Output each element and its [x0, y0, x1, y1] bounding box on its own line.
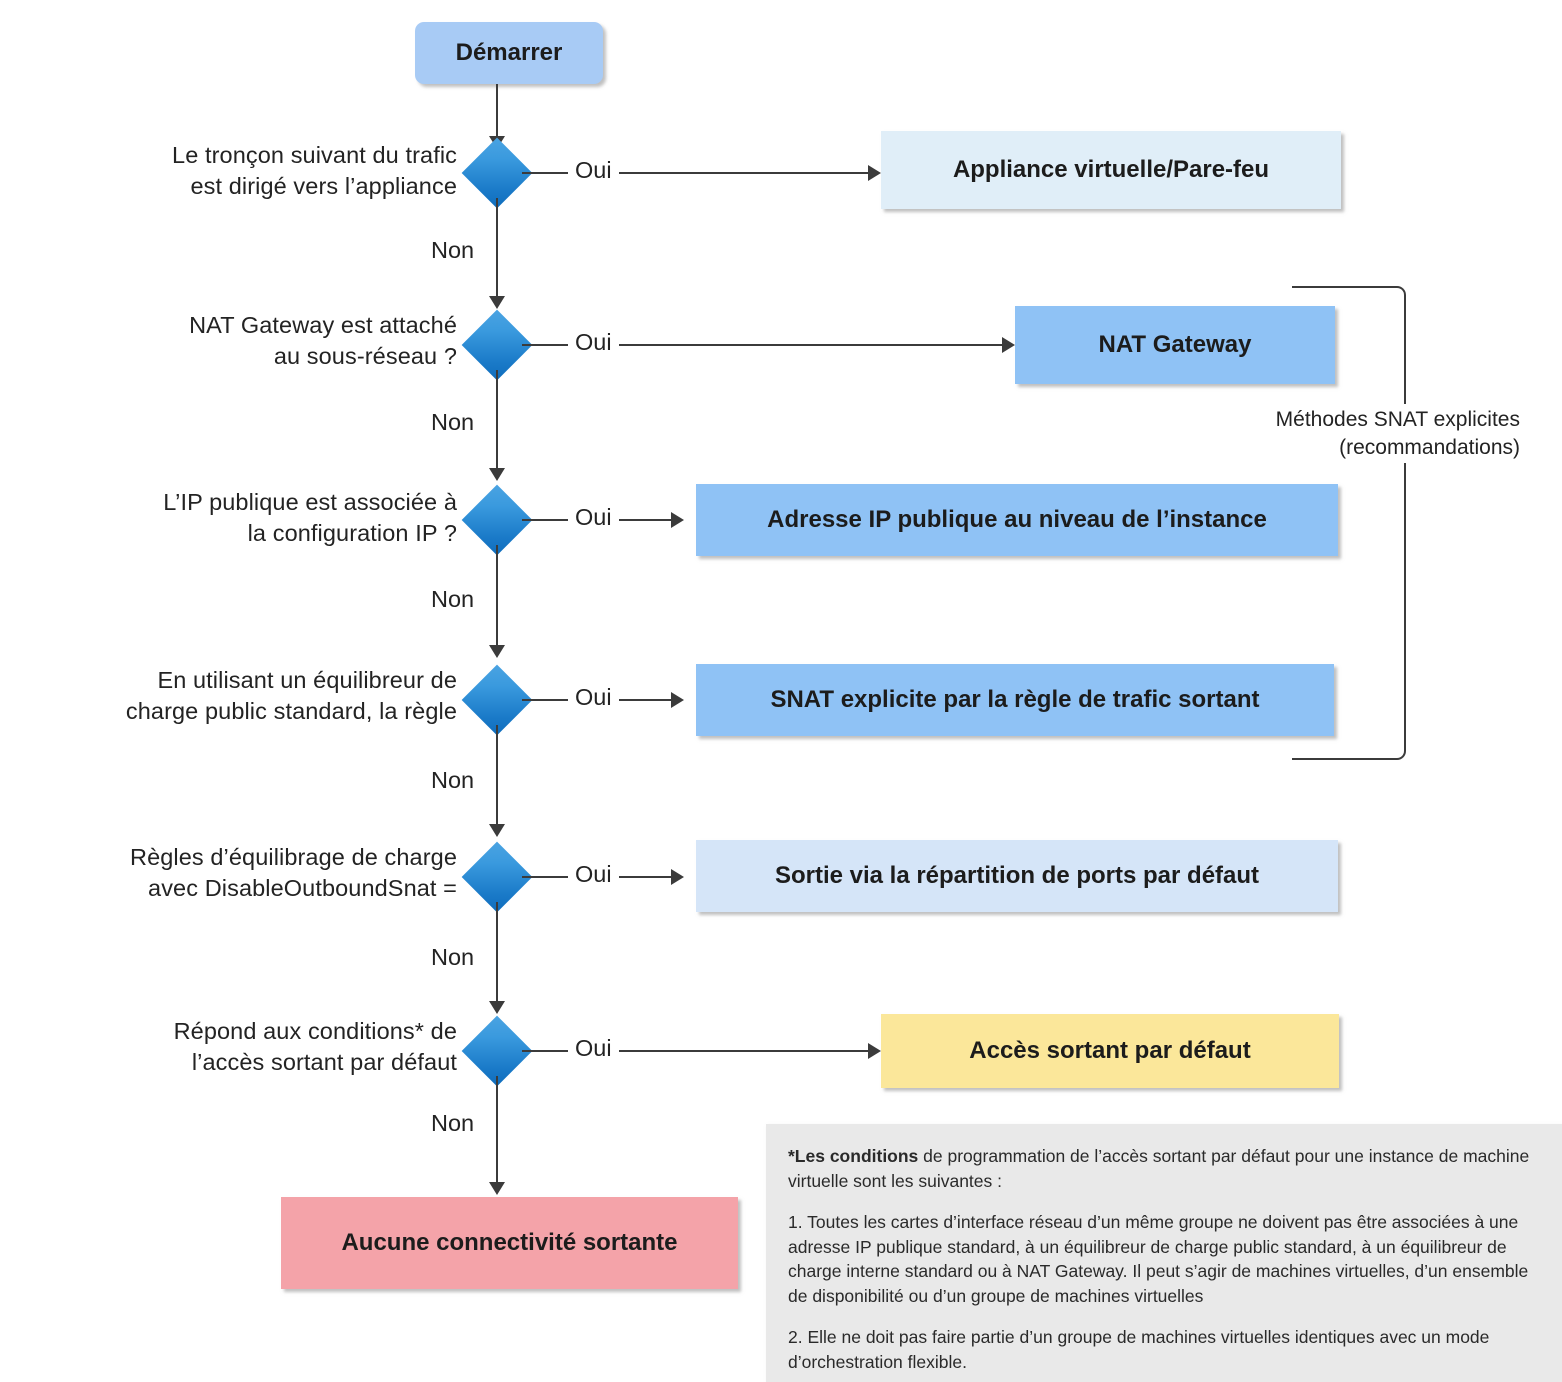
connector-d1-yes: [522, 172, 874, 174]
decision-6-no-label: Non: [424, 1110, 482, 1137]
result-snat-explicite[interactable]: SNAT explicite par la règle de trafic so…: [696, 664, 1334, 736]
decision-4-question: En utilisant un équilibreur de charge pu…: [125, 667, 457, 725]
decision-4-no-label: Non: [424, 767, 482, 794]
footnote-lead-bold: *Les conditions: [788, 1146, 919, 1166]
decision-2-question: NAT Gateway est attaché au sous-réseau ?: [189, 312, 457, 370]
arrow-d2-yes: [1002, 337, 1015, 353]
footnote-item-1: 1. Toutes les cartes d’interface réseau …: [788, 1211, 1529, 1307]
arrow-d6-yes: [868, 1043, 881, 1059]
decision-3-no-label: Non: [424, 586, 482, 613]
arrow-d1-no: [489, 296, 505, 309]
footnote-lead-rest: de programmation de l’accès sortant par …: [788, 1146, 1530, 1191]
result-appliance-virtuelle[interactable]: Appliance virtuelle/Pare-feu: [881, 131, 1341, 209]
arrow-d1-yes: [868, 165, 881, 181]
footnote-item-2: 2. Elle ne doit pas faire partie d’un gr…: [788, 1327, 1490, 1372]
arrow-d5-yes: [671, 869, 684, 885]
decision-6-question: Répond aux conditions* de l’accès sortan…: [173, 1018, 457, 1076]
arrow-d4-no: [489, 824, 505, 837]
result-adresse-ip-publique-label: Adresse IP publique au niveau de l’insta…: [767, 506, 1267, 533]
decision-3-yes-label: Oui: [568, 504, 619, 531]
connector-d1-no: [496, 198, 498, 302]
result-appliance-virtuelle-label: Appliance virtuelle/Pare-feu: [952, 156, 1270, 183]
result-aucune-connectivite-label: Aucune connectivité sortante: [341, 1229, 678, 1256]
decision-2-no-label: Non: [424, 409, 482, 436]
footnote-lead: *Les conditions de programmation de l’ac…: [788, 1144, 1548, 1194]
connector-d3-no: [496, 545, 498, 649]
result-acces-sortant-defaut-label: Accès sortant par défaut: [969, 1037, 1251, 1064]
snat-methods-bracket: [1292, 286, 1406, 760]
connector-d4-no: [496, 725, 498, 829]
connector-d6-no: [496, 1076, 498, 1186]
decision-1-question: Le tronçon suivant du trafic est dirigé …: [172, 142, 457, 200]
snat-methods-label: Méthodes SNAT explicites (recommandation…: [1258, 404, 1524, 464]
decision-6-yes-label: Oui: [568, 1035, 619, 1062]
decision-3-question: L’IP publique est associée à la configur…: [163, 489, 457, 547]
result-nat-gateway[interactable]: NAT Gateway: [1015, 306, 1335, 384]
connector-d5-no: [496, 902, 498, 1006]
connector-d6-yes: [522, 1050, 874, 1052]
result-acces-sortant-defaut[interactable]: Accès sortant par défaut: [881, 1014, 1339, 1088]
decision-1-no-label: Non: [424, 237, 482, 264]
result-nat-gateway-label: NAT Gateway: [1098, 331, 1252, 358]
result-aucune-connectivite[interactable]: Aucune connectivité sortante: [281, 1197, 738, 1289]
arrow-d3-no: [489, 645, 505, 658]
decision-2-yes-label: Oui: [568, 329, 619, 356]
arrow-d5-no: [489, 1001, 505, 1014]
connector-d2-no: [496, 370, 498, 474]
result-snat-explicite-label: SNAT explicite par la règle de trafic so…: [770, 686, 1260, 713]
start-node-label: Démarrer: [455, 39, 563, 66]
footnote-panel: *Les conditions de programmation de l’ac…: [766, 1124, 1562, 1382]
result-adresse-ip-publique[interactable]: Adresse IP publique au niveau de l’insta…: [696, 484, 1338, 556]
decision-5-no-label: Non: [424, 944, 482, 971]
connector-d2-yes: [522, 344, 1008, 346]
decision-4-yes-label: Oui: [568, 684, 619, 711]
arrow-d6-no: [489, 1182, 505, 1195]
arrow-d4-yes: [671, 692, 684, 708]
decision-5-yes-label: Oui: [568, 861, 619, 888]
result-sortie-repartition-ports-label: Sortie via la répartition de ports par d…: [774, 862, 1260, 889]
decision-5-question: Règles d’équilibrage de charge avec Disa…: [130, 844, 457, 902]
arrow-d2-no: [489, 468, 505, 481]
decision-1-yes-label: Oui: [568, 157, 619, 184]
connector-start-to-d1: [496, 84, 498, 142]
start-node[interactable]: Démarrer: [415, 22, 603, 84]
result-sortie-repartition-ports[interactable]: Sortie via la répartition de ports par d…: [696, 840, 1338, 912]
arrow-d3-yes: [671, 512, 684, 528]
